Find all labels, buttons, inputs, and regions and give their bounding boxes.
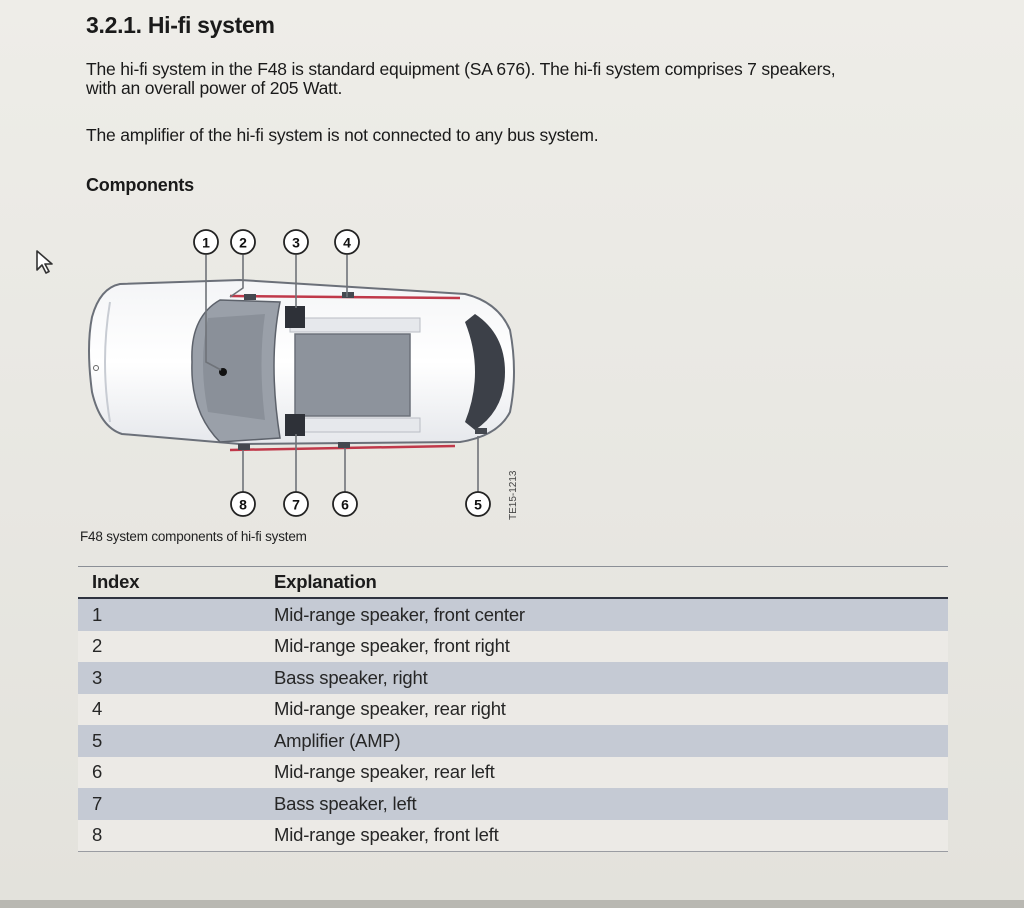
car-speaker-diagram: 1 2 3 4 8 7 6 5 TE15-1213 bbox=[88, 229, 519, 520]
table-row: 7 Bass speaker, left bbox=[78, 788, 948, 820]
row-index: 5 bbox=[92, 729, 103, 751]
callout-6-label: 6 bbox=[341, 497, 349, 513]
callout-4: 4 bbox=[334, 229, 360, 255]
callout-4-label: 4 bbox=[343, 235, 351, 251]
intro-paragraph: The hi-fi system in the F48 is standard … bbox=[86, 60, 946, 98]
row-explanation: Mid-range speaker, rear right bbox=[274, 698, 506, 720]
row-index: 8 bbox=[78, 819, 274, 852]
callout-5: 5 bbox=[465, 491, 491, 517]
row-explanation: Bass speaker, right bbox=[274, 666, 428, 688]
page-edge bbox=[0, 900, 1024, 908]
callout-7-label: 7 bbox=[292, 497, 300, 513]
callout-3: 3 bbox=[283, 229, 309, 255]
section-title: 3.2.1. Hi-fi system bbox=[86, 12, 275, 38]
table-row: 8 Mid-range speaker, front left bbox=[78, 819, 948, 852]
row-index: 3 bbox=[92, 666, 103, 688]
row-index: 6 bbox=[92, 761, 103, 783]
callout-2-label: 2 bbox=[239, 235, 247, 251]
figure-caption: F48 system components of hi-fi system bbox=[80, 529, 307, 544]
amplifier-note: The amplifier of the hi-fi system is not… bbox=[86, 125, 599, 145]
table-row: 2 Mid-range speaker, front right bbox=[78, 630, 948, 662]
mouse-cursor-icon bbox=[36, 250, 53, 274]
callout-6: 6 bbox=[332, 491, 358, 517]
callout-8-label: 8 bbox=[239, 497, 247, 513]
row-explanation: Mid-range speaker, front center bbox=[274, 603, 525, 625]
table-row: 5 Amplifier (AMP) bbox=[78, 725, 948, 757]
row-explanation: Amplifier (AMP) bbox=[274, 729, 401, 751]
table-header-row: Index Explanation bbox=[78, 566, 948, 599]
row-explanation: Mid-range speaker, front right bbox=[274, 635, 510, 657]
figure-code: TE15-1213 bbox=[508, 470, 519, 520]
row-index: 1 bbox=[92, 603, 103, 625]
callout-1-label: 1 bbox=[202, 235, 210, 251]
explanation-column-header: Explanation bbox=[274, 566, 948, 599]
callout-1: 1 bbox=[193, 229, 219, 255]
row-index: 4 bbox=[92, 698, 103, 720]
row-explanation: Bass speaker, left bbox=[274, 792, 417, 814]
callout-7: 7 bbox=[283, 491, 309, 517]
table-row: 3 Bass speaker, right bbox=[78, 662, 948, 694]
callout-2: 2 bbox=[230, 229, 256, 255]
table-row: 1 Mid-range speaker, front center bbox=[78, 598, 948, 631]
table-row: 6 Mid-range speaker, rear left bbox=[78, 756, 948, 788]
table-row: 4 Mid-range speaker, rear right bbox=[78, 693, 948, 725]
row-index: 2 bbox=[92, 635, 103, 657]
car-top-view bbox=[88, 278, 515, 452]
row-explanation: Mid-range speaker, rear left bbox=[274, 761, 495, 783]
index-column-header: Index bbox=[78, 566, 274, 599]
intro-line-2: with an overall power of 205 Watt. bbox=[86, 78, 343, 98]
leader-lines bbox=[205, 255, 479, 492]
intro-line-1: The hi-fi system in the F48 is standard … bbox=[86, 59, 836, 79]
components-table: Index Explanation 1 Mid-range speaker, f… bbox=[78, 566, 948, 852]
row-explanation: Mid-range speaker, front left bbox=[274, 819, 948, 852]
callout-8: 8 bbox=[230, 491, 256, 517]
callout-3-label: 3 bbox=[292, 235, 300, 251]
components-heading: Components bbox=[86, 175, 194, 195]
callout-5-label: 5 bbox=[474, 497, 482, 513]
row-index: 7 bbox=[92, 792, 103, 814]
